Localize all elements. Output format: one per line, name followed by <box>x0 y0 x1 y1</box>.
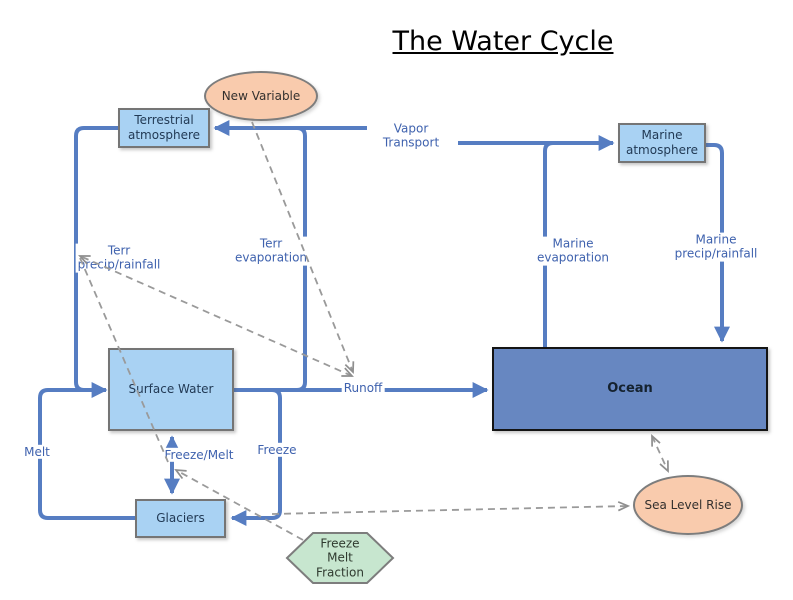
node-freeze-melt-fraction-label[interactable]: Freeze Melt Fraction <box>316 536 364 580</box>
flow-label-freeze-melt: Freeze/Melt <box>162 447 236 463</box>
diagram-title: The Water Cycle <box>392 26 614 57</box>
node-marine-atmosphere[interactable]: Marine atmosphere <box>618 123 706 163</box>
node-terrestrial-atmosphere[interactable]: Terrestrial atmosphere <box>118 108 210 148</box>
flow-label-runoff: Runoff <box>341 380 385 396</box>
node-surface-water[interactable]: Surface Water <box>108 348 234 431</box>
dashed-freeze-to-sealevelrise <box>271 501 631 515</box>
dashed-ocean-to-sealevelrise <box>651 434 669 473</box>
flow-label-terr-precip: Terr precip/rainfall <box>75 243 163 273</box>
node-new-variable[interactable]: New Variable <box>204 71 318 121</box>
flow-label-terr-evaporation: Terr evaporation <box>232 236 310 266</box>
flow-label-vapor-transport: Vapor Transport <box>380 121 442 151</box>
node-glaciers[interactable]: Glaciers <box>135 499 226 538</box>
flow-label-marine-evaporation: Marine evaporation <box>534 236 612 266</box>
node-ocean[interactable]: Ocean <box>492 347 768 431</box>
flow-label-freeze: Freeze <box>255 442 299 458</box>
node-sea-level-rise[interactable]: Sea Level Rise <box>633 475 743 535</box>
flow-label-marine-precip: Marine precip/rainfall <box>672 232 760 262</box>
flow-label-melt: Melt <box>22 444 52 460</box>
